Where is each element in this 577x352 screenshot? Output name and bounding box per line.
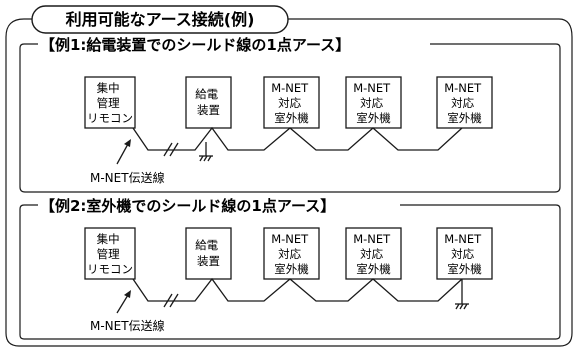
outdoor-unit-box-3 [436, 227, 493, 280]
device-label-power-supply: 給電 装置 [195, 238, 222, 268]
example1-heading: 【例1:給電装置でのシールド線の1点アース】 [40, 36, 350, 54]
outdoor-unit-box-1 [263, 227, 320, 280]
leader-line [116, 143, 129, 165]
device-label-outdoor-2: M-NET 対応 室外機 [353, 81, 394, 125]
central-remote-controller-box [84, 227, 136, 280]
cable-break-mark [169, 142, 179, 157]
arrow-icon [124, 290, 131, 298]
example2-wiring [116, 277, 469, 314]
example2-heading: 【例2:室外機でのシールド線の1点アース】 [40, 197, 335, 215]
outer-frame [5, 18, 573, 347]
device-label-central-remote: 集中 管理 リモコン [87, 81, 133, 125]
device-label-outdoor-3: M-NET 対応 室外機 [444, 81, 485, 125]
leader-line [116, 294, 129, 314]
device-label-outdoor-2: M-NET 対応 室外機 [353, 232, 394, 276]
power-supply-unit-box [185, 76, 232, 129]
central-remote-controller-box [84, 76, 136, 129]
cable-break-mark [169, 293, 179, 308]
device-label-outdoor-3: M-NET 対応 室外機 [444, 232, 485, 276]
m-net-transmission-line [132, 277, 463, 302]
example2-devices: 集中 管理 リモコン 給電 装置 M-NET 対応 室外機 M-NET 対応 室… [84, 227, 493, 280]
transmission-line-label-2: M-NET伝送線 [90, 318, 165, 333]
cable-break-mark [163, 293, 173, 308]
example2-frame [19, 204, 561, 340]
arrow-icon [124, 139, 131, 147]
title-pill [31, 5, 289, 34]
m-net-transmission-line [132, 126, 463, 151]
page-title: 利用可能なアース接続(例) [66, 10, 255, 29]
device-label-central-remote: 集中 管理 リモコン [87, 232, 133, 276]
device-label-power-supply: 給電 装置 [195, 87, 222, 117]
ground-symbol [455, 279, 469, 310]
outdoor-unit-box-2 [345, 227, 402, 280]
example1-devices: 集中 管理 リモコン 給電 装置 M-NET 対応 室外機 M-NET 対応 室… [84, 76, 493, 129]
example1-frame [19, 43, 561, 193]
device-label-outdoor-1: M-NET 対応 室外機 [271, 81, 312, 125]
power-supply-unit-box [185, 227, 232, 280]
ground-symbol [199, 142, 213, 162]
outdoor-unit-box-3 [436, 76, 493, 129]
outdoor-unit-box-1 [263, 76, 320, 129]
example1-wiring [116, 126, 463, 165]
cable-break-mark [163, 142, 173, 157]
device-label-outdoor-1: M-NET 対応 室外機 [271, 232, 312, 276]
transmission-line-label-1: M-NET伝送線 [90, 170, 165, 185]
